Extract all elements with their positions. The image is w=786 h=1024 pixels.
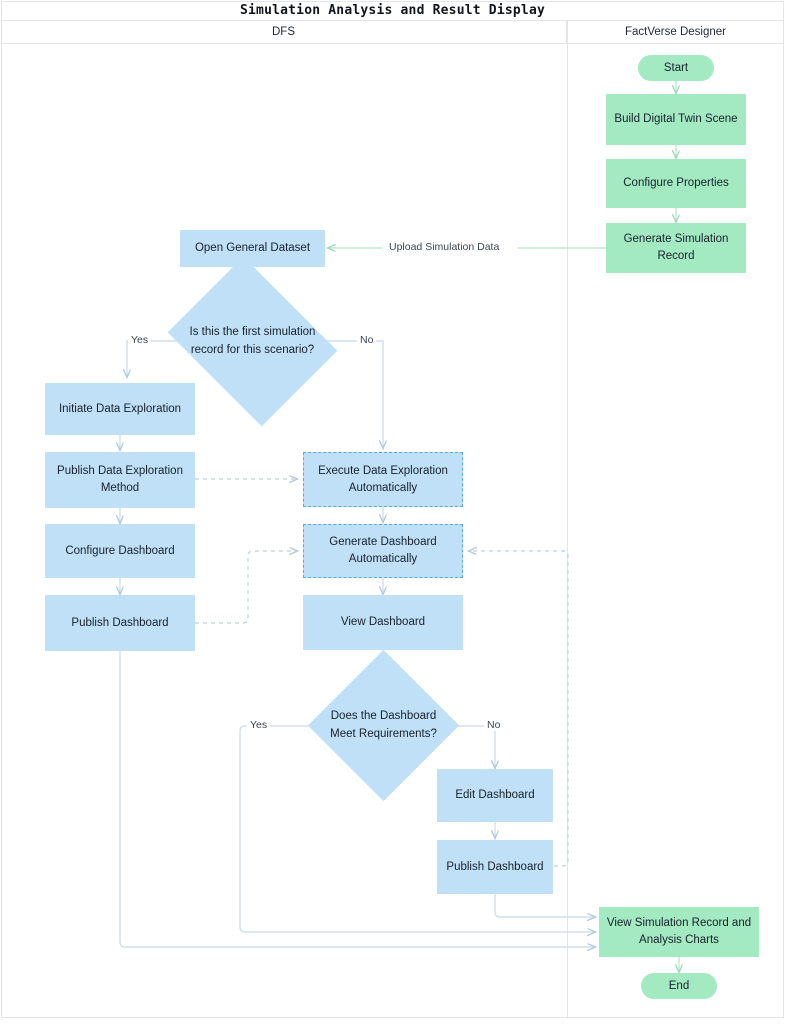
node-initiate-data-exploration[interactable]: Initiate Data Exploration	[45, 383, 195, 435]
node-execute-data-exploration-automatically[interactable]: Execute Data Exploration Automatically	[303, 452, 463, 507]
node-view-dashboard[interactable]: View Dashboard	[303, 595, 463, 650]
lane-header-dfs: DFS	[1, 21, 567, 44]
node-dashboard-meets-requirements-decision[interactable]: Does the Dashboard Meet Requirements?	[307, 649, 460, 802]
node-is-first-simulation-record-decision[interactable]: Is this the first simulation record for …	[167, 256, 338, 427]
node-generate-simulation-record[interactable]: Generate Simulation Record	[606, 223, 746, 273]
node-configure-properties[interactable]: Configure Properties	[606, 159, 746, 208]
node-build-digital-twin-scene-label: Build Digital Twin Scene	[614, 113, 738, 126]
node-view-dashboard-label: View Dashboard	[340, 616, 426, 629]
edge-label-upload-simulation-data: Upload Simulation Data	[386, 241, 503, 253]
node-end-label: End	[668, 979, 690, 992]
node-configure-dashboard[interactable]: Configure Dashboard	[45, 524, 195, 578]
node-publish-dashboard-right-label: Publish Dashboard	[446, 860, 544, 873]
node-configure-dashboard-label: Configure Dashboard	[65, 544, 175, 557]
node-build-digital-twin-scene[interactable]: Build Digital Twin Scene	[606, 94, 746, 145]
node-generate-dashboard-automatically-label: Generate Dashboard Automatically	[329, 536, 437, 565]
node-view-simulation-record-label: View Simulation Record and Analysis Char…	[606, 917, 752, 946]
edge-label-first-record-no: No	[357, 334, 377, 346]
node-publish-dashboard-left[interactable]: Publish Dashboard	[45, 595, 195, 651]
node-publish-dashboard-right[interactable]: Publish Dashboard	[437, 840, 553, 894]
node-configure-properties-label: Configure Properties	[623, 177, 729, 190]
node-publish-dashboard-left-label: Publish Dashboard	[71, 616, 169, 629]
lane-divider	[567, 21, 568, 1018]
node-edit-dashboard-label: Edit Dashboard	[455, 789, 535, 802]
edge-label-meets-yes: Yes	[247, 719, 271, 731]
lane-header-factverse-label: FactVerse Designer	[625, 26, 726, 38]
node-start-label: Start	[663, 61, 689, 74]
edge-label-meets-no: No	[484, 719, 504, 731]
node-end[interactable]: End	[641, 973, 717, 999]
edge-label-first-record-yes: Yes	[128, 334, 152, 346]
node-initiate-data-exploration-label: Initiate Data Exploration	[58, 402, 182, 415]
node-open-general-dataset-label: Open General Dataset	[194, 242, 311, 255]
lane-header-dfs-label: DFS	[272, 26, 295, 38]
node-open-general-dataset[interactable]: Open General Dataset	[180, 230, 325, 267]
node-execute-data-exploration-automatically-label: Execute Data Exploration Automatically	[318, 464, 448, 494]
node-publish-data-exploration-method-label: Publish Data Exploration Method	[57, 465, 183, 494]
node-edit-dashboard[interactable]: Edit Dashboard	[437, 769, 553, 822]
node-is-first-simulation-record-label: Is this the first simulation record for …	[189, 326, 316, 356]
node-generate-dashboard-automatically[interactable]: Generate Dashboard Automatically	[303, 524, 463, 578]
node-view-simulation-record-and-analysis-charts[interactable]: View Simulation Record and Analysis Char…	[599, 907, 759, 957]
node-generate-simulation-record-label: Generate Simulation Record	[623, 233, 729, 262]
node-dashboard-meets-requirements-label: Does the Dashboard Meet Requirements?	[330, 710, 437, 740]
node-publish-data-exploration-method[interactable]: Publish Data Exploration Method	[45, 452, 195, 508]
diagram-title: Simulation Analysis and Result Display	[1, 1, 784, 21]
node-start[interactable]: Start	[638, 55, 714, 81]
lane-header-factverse: FactVerse Designer	[567, 21, 784, 44]
